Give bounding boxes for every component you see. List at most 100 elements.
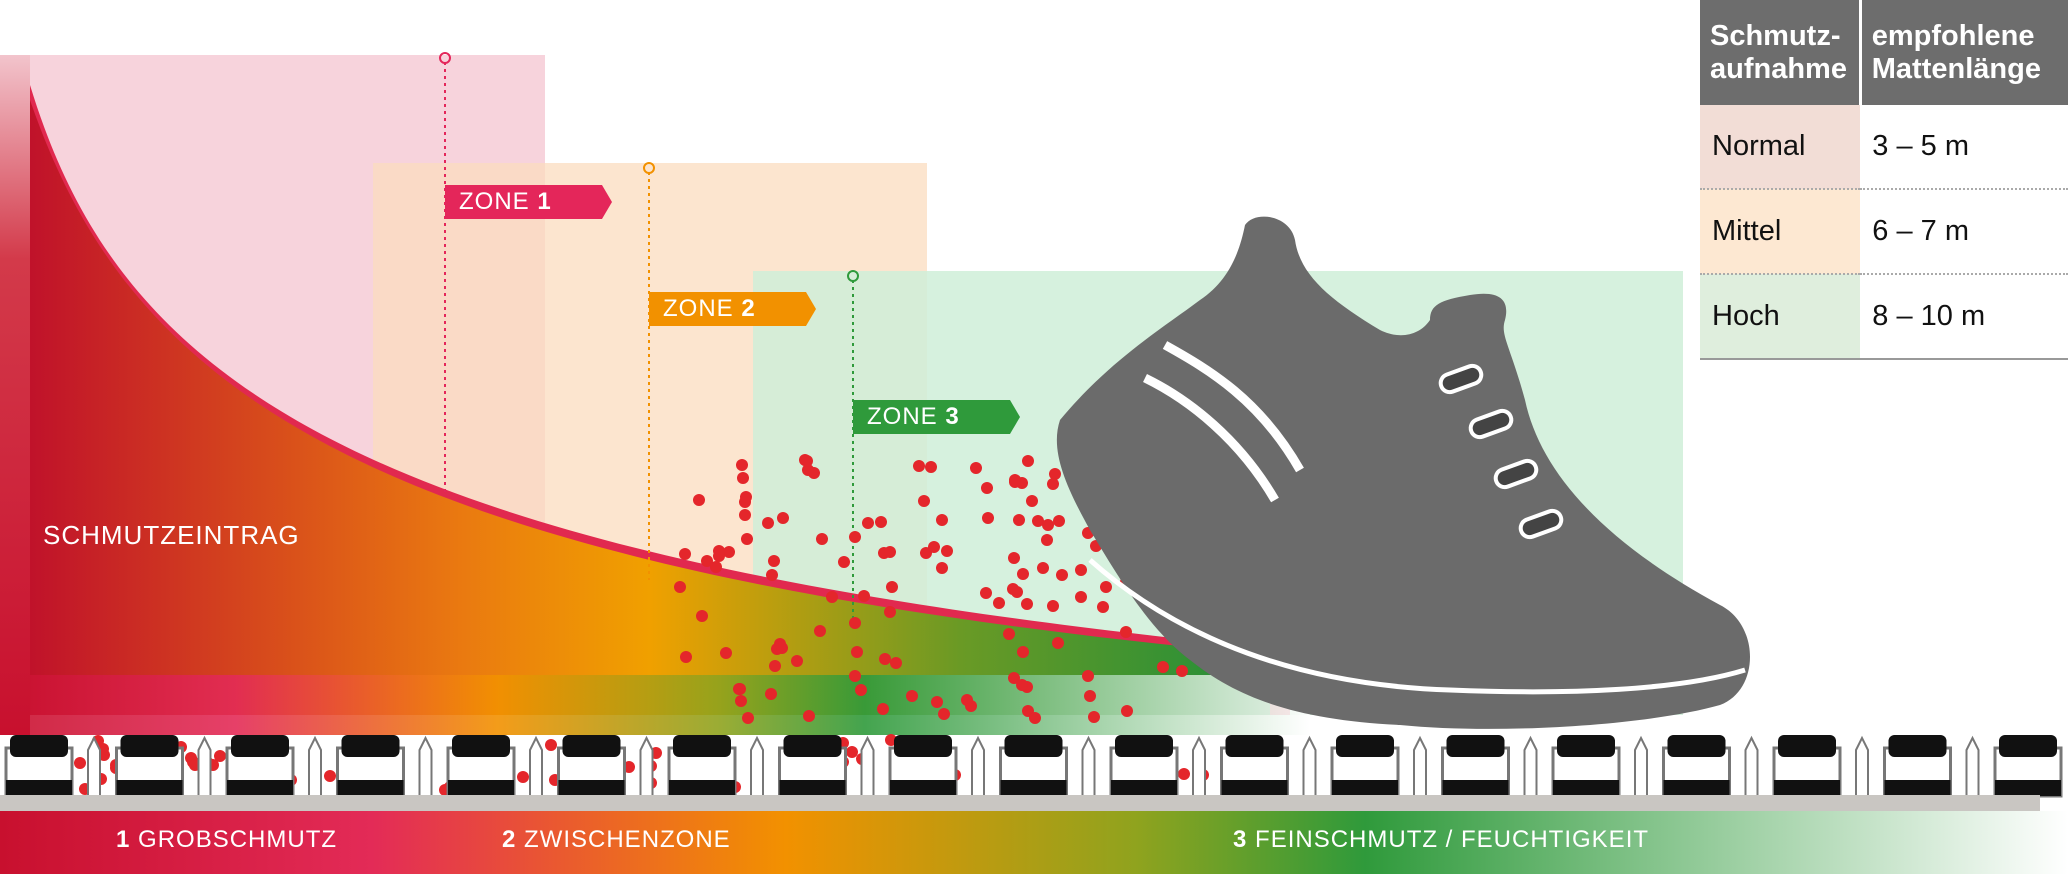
floor <box>0 795 2040 811</box>
row-length: 8 – 10 m <box>1860 274 2068 360</box>
mat-profile <box>557 735 654 798</box>
dirt-particle <box>1100 581 1112 593</box>
entrance-mat-profiles <box>4 735 2063 798</box>
mat-profile <box>115 735 212 798</box>
mat-profile <box>1330 735 1427 798</box>
dirt-particle <box>1056 569 1068 581</box>
dirt-particle <box>814 625 826 637</box>
zone-1-number: 1 <box>537 188 552 215</box>
dirt-particle <box>1075 591 1087 603</box>
dirt-particle <box>884 546 896 558</box>
dirt-particle <box>849 670 861 682</box>
dirt-particle <box>1047 600 1059 612</box>
dirt-particle <box>720 647 732 659</box>
dirt-particle <box>846 746 858 758</box>
dirt-particle <box>1042 519 1054 531</box>
dirt-particle <box>1097 601 1109 613</box>
bottom-label-1-text: GROBSCHMUTZ <box>130 826 338 853</box>
dirt-particle <box>1120 626 1132 638</box>
zone-1-prefix: ZONE <box>459 188 538 215</box>
dirt-particle <box>928 541 940 553</box>
dirt-particle <box>1017 646 1029 658</box>
bottom-band <box>0 811 2068 874</box>
dirt-particle <box>1009 476 1021 488</box>
mat-profile <box>1551 735 1648 798</box>
bottom-label-1-number: 1 <box>116 826 131 853</box>
dirt-particle <box>713 545 725 557</box>
zone-2-prefix: ZONE <box>663 295 742 322</box>
dirt-particle <box>1088 711 1100 723</box>
dirt-particle <box>906 690 918 702</box>
dirt-particle <box>970 462 982 474</box>
dirt-particle <box>765 688 777 700</box>
dirt-particle <box>696 610 708 622</box>
dirt-particle <box>762 517 774 529</box>
dirt-particle <box>1084 690 1096 702</box>
dirt-band <box>0 675 1310 735</box>
dirt-particle <box>766 569 778 581</box>
dirt-particle <box>736 459 748 471</box>
zone-2-number: 2 <box>741 295 756 322</box>
mat-profile <box>888 735 985 798</box>
mat-profile <box>336 735 433 798</box>
dirt-particle <box>838 556 850 568</box>
dirt-particle <box>858 590 870 602</box>
dirt-particle <box>816 533 828 545</box>
dirt-particle <box>737 472 749 484</box>
dirt-particle <box>849 617 861 629</box>
dirt-particle <box>890 657 902 669</box>
dirt-particle <box>1013 514 1025 526</box>
dirt-particle <box>324 770 336 782</box>
dirt-particle <box>849 531 861 543</box>
dirt-particle <box>1007 583 1019 595</box>
dirt-particle <box>801 455 813 467</box>
dirt-particle <box>1021 598 1033 610</box>
dirt-particle <box>742 712 754 724</box>
dirt-particle <box>803 710 815 722</box>
mat-profile <box>4 735 101 798</box>
bottom-label-2: 2 ZWISCHENZONE <box>502 826 731 854</box>
dirt-particle <box>884 606 896 618</box>
dirt-particle <box>925 461 937 473</box>
dirt-particle <box>851 646 863 658</box>
bottom-label-2-number: 2 <box>502 826 517 853</box>
mat-profile <box>999 735 1096 798</box>
dirt-particle <box>1178 768 1190 780</box>
dirt-particle <box>1049 468 1061 480</box>
zone-1-label: ZONE 1 <box>445 185 612 219</box>
dirt-particle <box>1016 679 1028 691</box>
dirt-particle <box>1032 515 1044 527</box>
dirt-particle <box>862 517 874 529</box>
dirt-particle <box>214 750 226 762</box>
dirt-particle <box>982 512 994 524</box>
dirt-particle <box>1053 515 1065 527</box>
dirt-particle <box>918 495 930 507</box>
row-level: Normal <box>1700 105 1861 190</box>
y-axis-bar <box>0 55 30 735</box>
dirt-particle <box>981 482 993 494</box>
mat-profile <box>1109 735 1206 798</box>
table-row: Normal 3 – 5 m <box>1700 105 2068 190</box>
table-header-row: Schmutz-aufnahme empfohlene Mattenlänge <box>1700 0 2068 105</box>
dirt-particle <box>769 660 781 672</box>
dirt-particle <box>740 491 752 503</box>
mat-profile <box>1993 735 2063 798</box>
bottom-label-3: 3 FEINSCHMUTZ / FEUCHTIGKEIT <box>1233 826 1649 854</box>
dirt-particle <box>1041 534 1053 546</box>
dirt-particle <box>877 703 889 715</box>
mat-profile <box>446 735 543 798</box>
dirt-particle <box>1029 712 1041 724</box>
dirt-particle <box>875 516 887 528</box>
dirt-particle <box>735 695 747 707</box>
shoe-icon <box>1056 216 1750 729</box>
row-level: Hoch <box>1700 274 1861 360</box>
dirt-particle <box>674 581 686 593</box>
dirt-particle <box>679 548 691 560</box>
dirt-particle <box>1003 628 1015 640</box>
mat-profile <box>1772 735 1869 798</box>
dirt-particle <box>1157 661 1169 673</box>
dirt-particle <box>1026 495 1038 507</box>
dirt-particle <box>74 757 86 769</box>
mat-profile <box>1220 735 1317 798</box>
